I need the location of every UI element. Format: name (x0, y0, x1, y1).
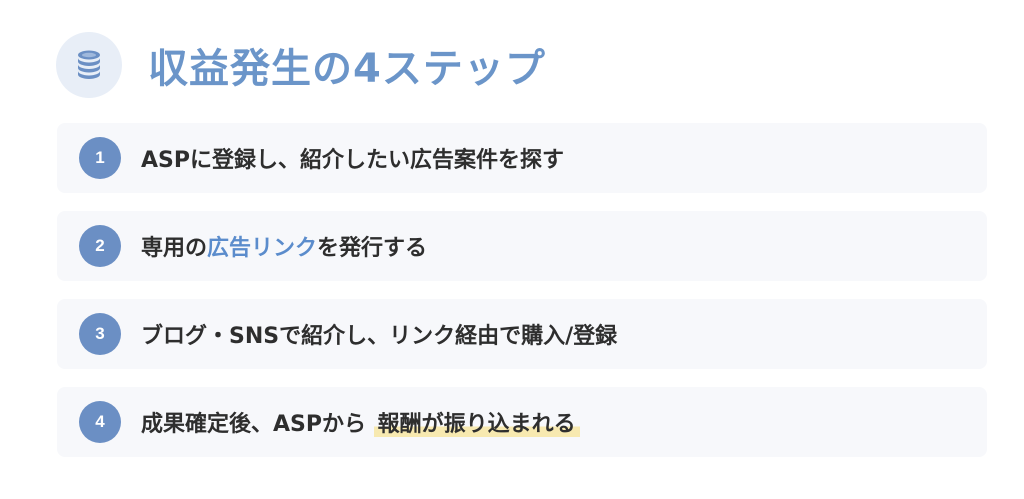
step-item-1: 1 ASPに登録し、紹介したい広告案件を探す (57, 123, 987, 193)
step-item-2: 2 専用の広告リンクを発行する (57, 211, 987, 281)
step-number-badge: 4 (79, 401, 121, 443)
step-text-marker-highlight: 報酬が振り込まれる (373, 412, 580, 437)
step-text-after: を発行する (317, 236, 428, 261)
step-text-content: ASPに登録し、紹介したい広告案件を探す (141, 148, 564, 173)
step-text-before: 専用の (141, 236, 208, 261)
step-text-content: ブログ・SNSで紹介し、リンク経由で購入/登録 (141, 324, 618, 349)
step-item-3: 3 ブログ・SNSで紹介し、リンク経由で購入/登録 (57, 299, 987, 369)
step-text: 成果確定後、ASPから 報酬が振り込まれる (141, 406, 580, 438)
steps-list: 1 ASPに登録し、紹介したい広告案件を探す 2 専用の広告リンクを発行する 3… (57, 123, 987, 457)
step-text: ブログ・SNSで紹介し、リンク経由で購入/登録 (141, 318, 617, 350)
step-text-before: 成果確定後、ASPから (141, 412, 366, 437)
step-text: ASPに登録し、紹介したい広告案件を探す (141, 142, 564, 174)
coins-icon (56, 32, 122, 98)
step-text: 専用の広告リンクを発行する (141, 230, 427, 262)
header: 収益発生の4ステップ (56, 28, 546, 102)
step-number-badge: 2 (79, 225, 121, 267)
step-number-badge: 3 (79, 313, 121, 355)
step-number-badge: 1 (79, 137, 121, 179)
step-text-highlight: 広告リンク (207, 236, 318, 261)
step-item-4: 4 成果確定後、ASPから 報酬が振り込まれる (57, 387, 987, 457)
page-title: 収益発生の4ステップ (148, 46, 546, 92)
